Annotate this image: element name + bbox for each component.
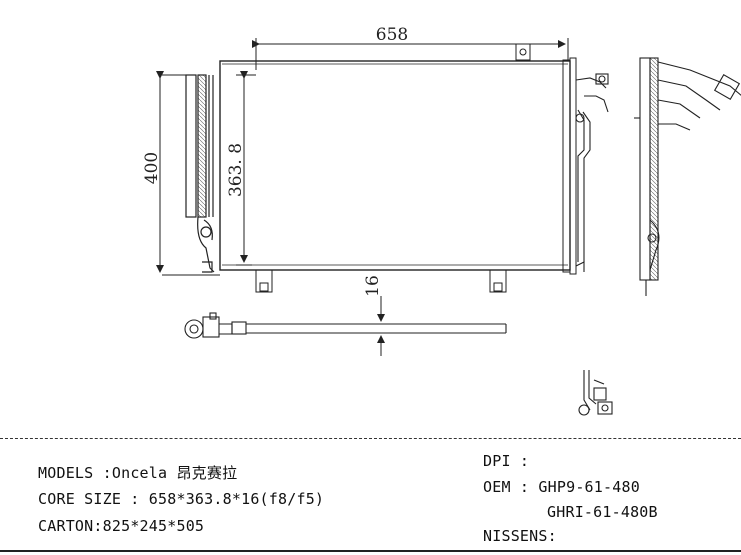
dimension-label-16: 16 — [363, 275, 383, 297]
oem-value-1: GHP9-61-480 — [538, 478, 640, 496]
dimension-width-658 — [252, 38, 569, 70]
bottom-pipe-view — [184, 312, 507, 339]
dimension-label-core-height: 363. 8 — [226, 143, 246, 197]
bottom-border — [0, 550, 741, 552]
models-row: MODELS :Oncela 昂克赛拉 — [38, 464, 237, 482]
oem-label: OEM : — [483, 478, 530, 496]
condenser-core — [219, 43, 577, 293]
core-size-value: 658*363.8*16(f8/f5) — [148, 490, 325, 508]
condenser-technical-drawing: 400 363. 8 658 — [142, 25, 741, 416]
nissens-label: NISSENS: — [483, 527, 557, 545]
carton-row: CARTON:825*245*505 — [38, 517, 204, 535]
models-label: MODELS : — [38, 464, 112, 482]
carton-label: CARTON: — [38, 517, 103, 535]
section-divider — [0, 438, 741, 439]
core-size-label: CORE SIZE : — [38, 490, 140, 508]
right-pipe-assembly — [575, 73, 609, 272]
dimension-label-400: 400 — [142, 152, 162, 184]
oem-value-2: GHRI-61-480B — [547, 503, 658, 521]
core-size-row: CORE SIZE : 658*363.8*16(f8/f5) — [38, 490, 324, 508]
fitting-detail-view — [578, 370, 613, 416]
models-value: Oncela 昂克赛拉 — [111, 464, 238, 482]
oem-row-2: GHRI-61-480B — [547, 503, 658, 521]
dpi-row: DPI : — [483, 452, 538, 470]
carton-value: 825*245*505 — [102, 517, 205, 535]
dpi-label: DPI : — [483, 452, 530, 470]
left-side-view — [185, 74, 215, 273]
dimension-label-658: 658 — [376, 25, 408, 45]
nissens-row: NISSENS: — [483, 527, 557, 545]
right-side-view — [634, 57, 741, 296]
oem-row: OEM : GHP9-61-480 — [483, 478, 640, 496]
dimension-height-400 — [156, 71, 220, 276]
